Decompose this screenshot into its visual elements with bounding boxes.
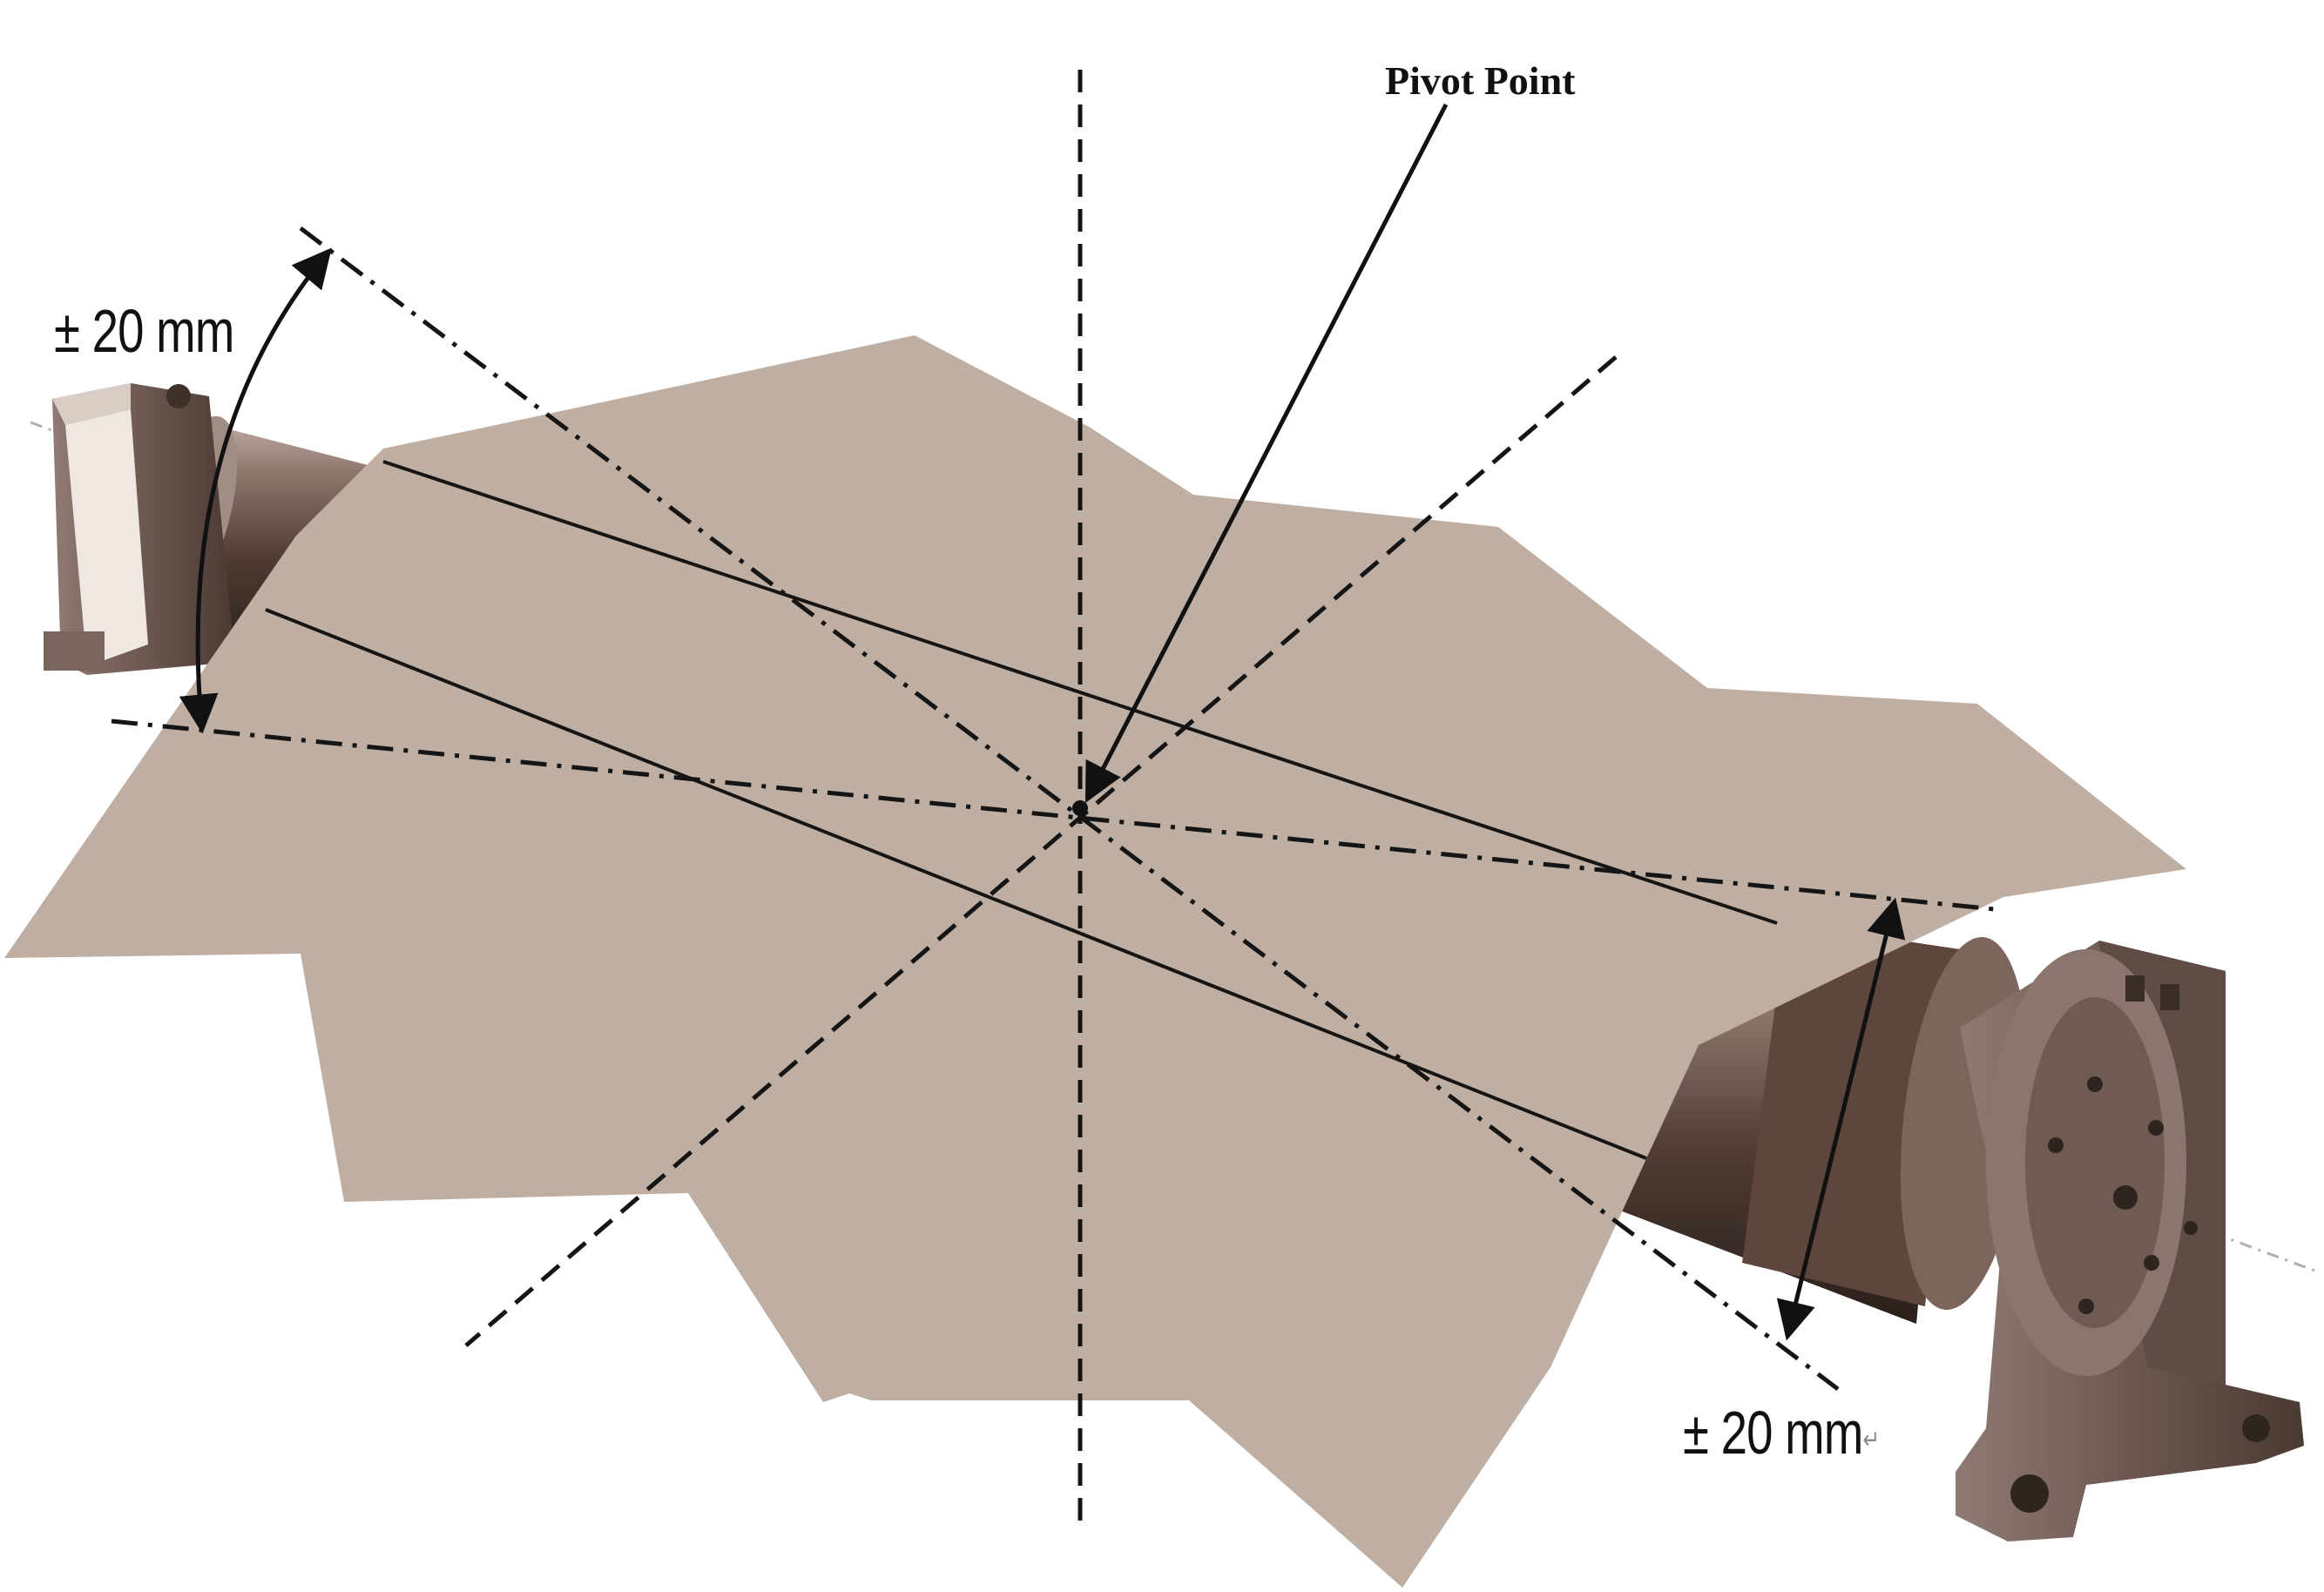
diagonal-dashed-line [464,355,1618,1347]
tilt-line-steep [299,226,1840,1391]
pivot-point-label: Pivot Point [1385,58,1576,103]
tilt-line-shallow [111,718,2004,913]
left-tolerance-label: ± 20 mm [54,297,234,365]
left-tolerance-arrow [179,247,332,734]
pivot-leader-arrow [1084,103,1449,803]
right-bearing-block [1956,941,2304,1541]
pivot-point-marker [1072,800,1088,816]
right-tolerance-label: ± 20 mm↵ [1683,1402,1881,1463]
roller-edge-line-bottom [265,608,1647,1160]
sheet-web [4,335,2186,1588]
right-tolerance-text: ± 20 mm [1683,1399,1863,1467]
return-mark-icon: ↵ [1862,1425,1881,1455]
right-tolerance-arrow [1776,897,1906,1341]
roller-edge-line-top [382,460,1778,925]
